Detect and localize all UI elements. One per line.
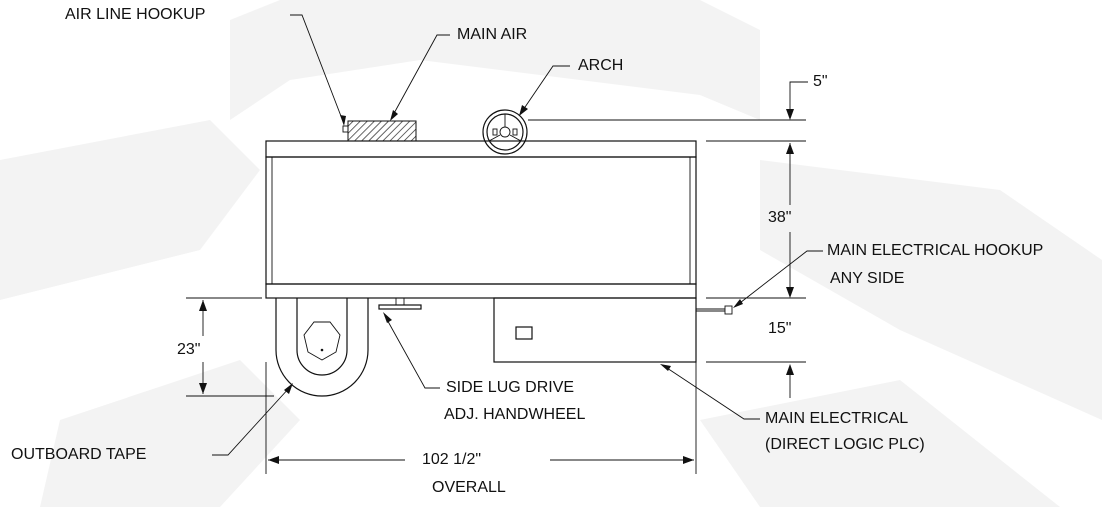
dim-38-label: 38" (768, 209, 792, 226)
leader-lines (212, 14, 823, 456)
side-lug-drive-sublabel: ADJ. HANDWHEEL (444, 406, 586, 423)
air-line-hookup-fitting (342, 125, 349, 133)
overall-label: OVERALL (432, 479, 506, 496)
main-electrical-label: MAIN ELECTRICAL (765, 410, 909, 427)
side-lug-drive-label: SIDE LUG DRIVE (446, 379, 575, 396)
main-electrical-hookup-label: MAIN ELECTRICAL HOOKUP (827, 242, 1044, 259)
main-electrical-sublabel: (DIRECT LOGIC PLC) (765, 436, 925, 453)
electrical-hookup-cable (696, 305, 733, 315)
main-electrical-box (493, 297, 697, 363)
dimension-lines (186, 81, 808, 474)
outboard-tape-label: OUTBOARD TAPE (11, 446, 147, 463)
main-electrical-hookup-sublabel: ANY SIDE (830, 270, 905, 287)
air-line-hookup-label: AIR LINE HOOKUP (65, 6, 206, 23)
arch-label: ARCH (578, 57, 624, 74)
main-air-label: MAIN AIR (457, 26, 528, 43)
dim-15-label: 15" (768, 320, 792, 337)
dim-5-label: 5" (813, 73, 828, 90)
machine-frame (265, 140, 697, 299)
arch-handwheel-icon (482, 109, 528, 155)
overall-width-label: 102 1/2" (422, 451, 482, 468)
side-lug-drive-handwheel-icon (378, 297, 422, 310)
dim-23-label: 23" (177, 341, 201, 358)
outboard-tape (275, 298, 369, 397)
main-air-box (347, 120, 417, 142)
